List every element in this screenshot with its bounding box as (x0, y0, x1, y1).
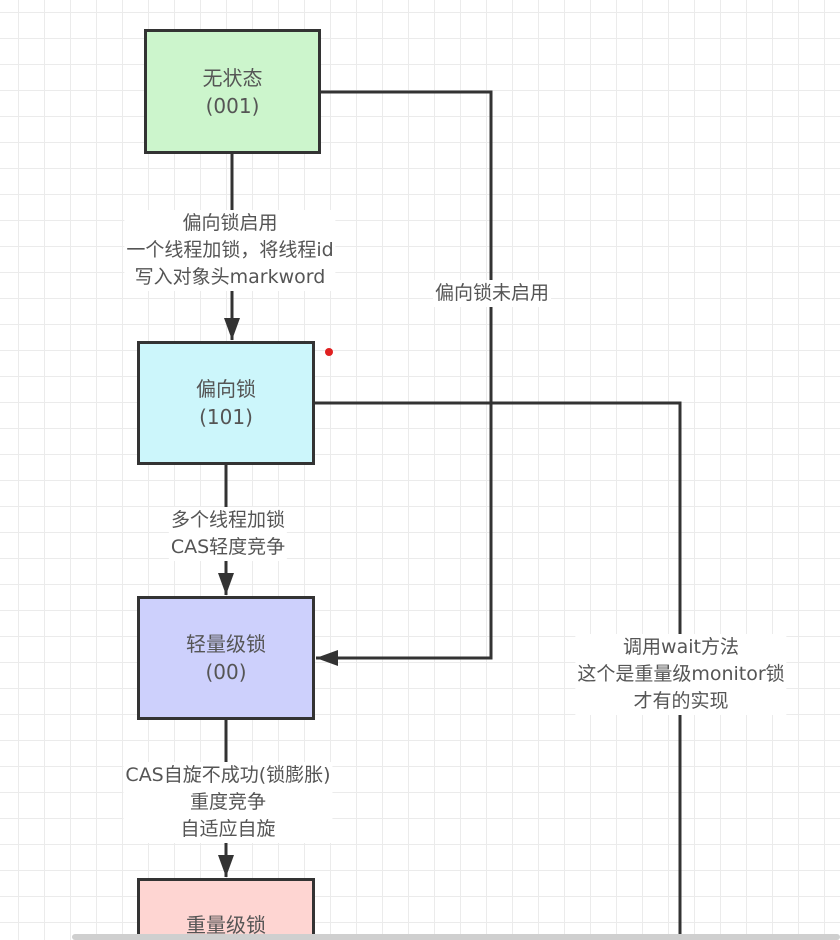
node-code: (001) (205, 93, 260, 118)
label-line: 调用wait方法 (623, 636, 739, 658)
label-line: 偏向锁启用 (182, 212, 278, 234)
node-code: (101) (199, 405, 253, 429)
label-line: 偏向锁未启用 (434, 282, 550, 304)
label-line: 一个线程加锁，将线程id (126, 239, 334, 261)
node-heavyweight-lock[interactable]: 重量级锁 (137, 878, 315, 940)
node-biased-lock[interactable]: 偏向锁 (101) (137, 341, 315, 465)
label-line: 才有的实现 (633, 690, 729, 712)
label-line: 这个是重量级monitor锁 (577, 663, 785, 685)
label-line: 写入对象头markword (134, 266, 326, 288)
node-lightweight-lock[interactable]: 轻量级锁 (00) (137, 596, 315, 720)
node-title: 轻量级锁 (186, 632, 266, 656)
red-marker-dot (325, 348, 333, 356)
edge-label-biased-disabled: 偏向锁未启用 (432, 280, 552, 307)
edge-biased-to-heavyweight (314, 401, 682, 940)
label-line: CAS自旋不成功(锁膨胀) (125, 764, 331, 786)
label-line: 自适应自旋 (180, 818, 276, 840)
node-title: 偏向锁 (196, 377, 256, 401)
edge-label-biased-enabled: 偏向锁启用 一个线程加锁，将线程id 写入对象头markword (124, 210, 336, 291)
node-code: (00) (205, 660, 247, 684)
edge-no-lock-to-lightweight (316, 90, 493, 666)
label-line: 重度竞争 (189, 791, 266, 813)
edge-label-multi-thread-cas: 多个线程加锁 CAS轻度竞争 (168, 507, 288, 561)
label-line: 多个线程加锁 (170, 509, 286, 531)
node-no-lock-state[interactable]: 无状态 (001) (144, 29, 321, 154)
node-title: 重量级锁 (186, 913, 266, 937)
label-line: CAS轻度竞争 (170, 536, 286, 558)
edge-label-wait-monitor: 调用wait方法 这个是重量级monitor锁 才有的实现 (575, 634, 787, 715)
node-title: 无状态 (202, 65, 263, 90)
edge-label-lock-inflation: CAS自旋不成功(锁膨胀) 重度竞争 自适应自旋 (123, 762, 333, 843)
horizontal-scrollbar[interactable] (72, 934, 840, 940)
